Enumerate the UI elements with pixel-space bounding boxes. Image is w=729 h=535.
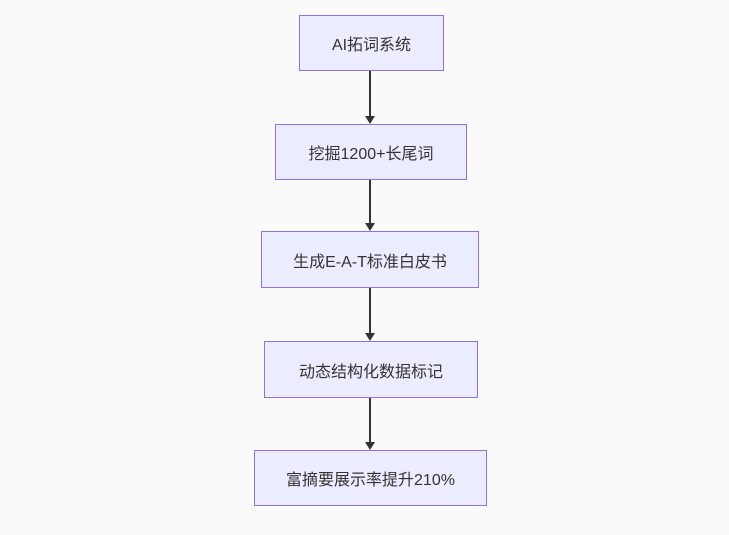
arrow-down-connector-4 bbox=[369, 398, 371, 442]
flow-node-eat-whitepaper-generation: 生成E-A-T标准白皮书 bbox=[261, 231, 479, 288]
flow-node-ai-expansion-system: AI拓词系统 bbox=[299, 15, 444, 71]
flow-node-dynamic-structured-data-markup: 动态结构化数据标记 bbox=[264, 341, 478, 398]
flow-node-longtail-keyword-mining: 挖掘1200+长尾词 bbox=[275, 124, 467, 180]
arrow-down-connector-1 bbox=[369, 71, 371, 116]
arrow-down-connector-3 bbox=[369, 288, 371, 333]
arrow-down-connector-2 bbox=[369, 180, 371, 223]
flow-node-rich-snippet-rate-increase: 富摘要展示率提升210% bbox=[254, 450, 487, 506]
